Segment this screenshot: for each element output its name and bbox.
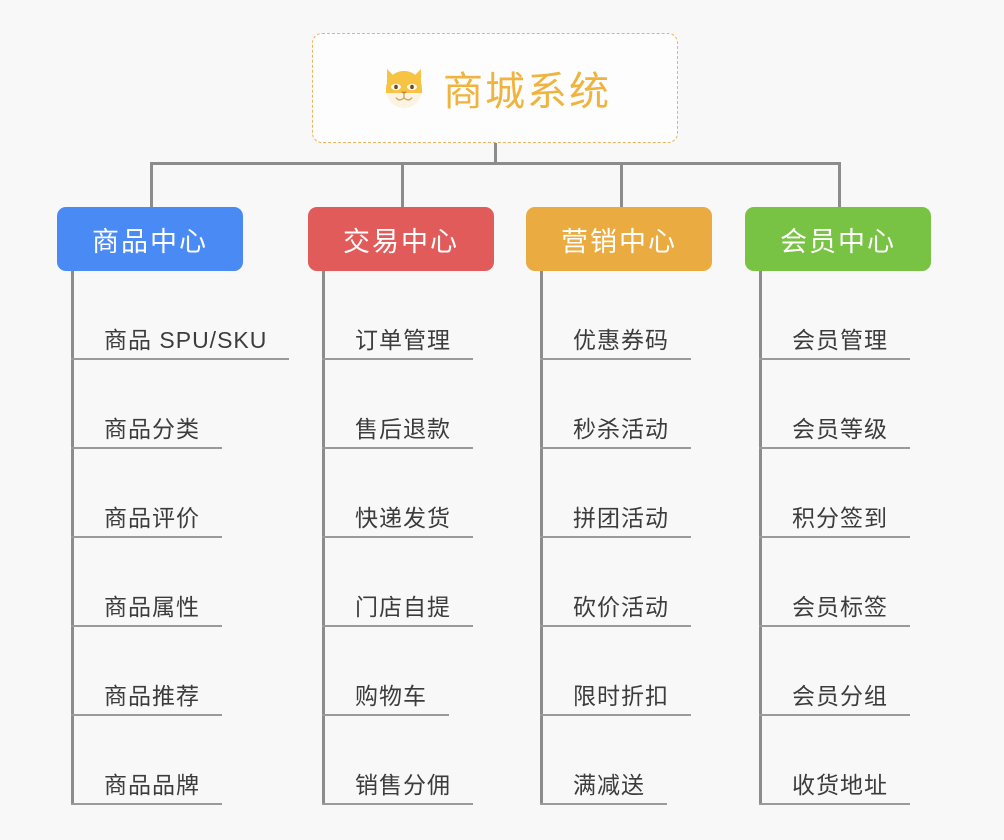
root-node[interactable]: 商城系统 <box>312 33 678 143</box>
category-header-1[interactable]: 商品中心 <box>57 207 243 271</box>
root-label: 商城系统 <box>443 70 611 114</box>
leaf-label: 会员等级 <box>792 416 888 442</box>
leaf-underline <box>322 536 473 538</box>
leaf-underline <box>71 714 222 716</box>
leaf-item[interactable]: 订单管理 <box>322 271 473 360</box>
connector-drop-2 <box>401 162 404 209</box>
leaf-item[interactable]: 商品 SPU/SKU <box>71 271 289 360</box>
leaf-list-1: 商品 SPU/SKU 商品分类 商品评价 商品属性 商品推荐 商品品牌 <box>71 271 289 805</box>
leaf-underline <box>540 536 691 538</box>
leaf-underline <box>71 803 222 805</box>
leaf-label: 销售分佣 <box>355 772 451 798</box>
leaf-label: 快递发货 <box>355 505 451 531</box>
connector-drop-4 <box>838 162 841 209</box>
leaf-label: 商品 SPU/SKU <box>104 327 268 353</box>
connector-drop-3 <box>620 162 623 209</box>
leaf-underline <box>759 714 910 716</box>
category-header-4[interactable]: 会员中心 <box>745 207 931 271</box>
leaf-item[interactable]: 门店自提 <box>322 538 473 627</box>
trunk-line-2 <box>322 271 325 805</box>
category-label-3: 营销中心 <box>561 226 677 257</box>
category-header-2[interactable]: 交易中心 <box>308 207 494 271</box>
leaf-item[interactable]: 会员标签 <box>759 538 910 627</box>
leaf-underline <box>759 358 910 360</box>
leaf-item[interactable]: 会员管理 <box>759 271 910 360</box>
leaf-item[interactable]: 会员等级 <box>759 360 910 449</box>
leaf-underline <box>322 714 449 716</box>
leaf-underline <box>540 447 691 449</box>
leaf-item[interactable]: 砍价活动 <box>540 538 691 627</box>
trunk-line-3 <box>540 271 543 805</box>
leaf-item[interactable]: 限时折扣 <box>540 627 691 716</box>
connector-root-stem <box>494 143 497 164</box>
leaf-label: 秒杀活动 <box>573 416 669 442</box>
leaf-label: 会员分组 <box>792 683 888 709</box>
connector-horizontal-bus <box>150 162 840 165</box>
leaf-label: 拼团活动 <box>573 505 669 531</box>
leaf-label: 售后退款 <box>355 416 451 442</box>
connector-drop-1 <box>150 162 153 209</box>
leaf-underline <box>540 625 691 627</box>
leaf-item[interactable]: 收货地址 <box>759 716 910 805</box>
leaf-underline <box>759 447 910 449</box>
leaf-item[interactable]: 优惠券码 <box>540 271 691 360</box>
leaf-label: 收货地址 <box>792 772 888 798</box>
leaf-label: 购物车 <box>355 683 427 709</box>
leaf-underline <box>540 358 691 360</box>
leaf-label: 商品评价 <box>104 505 200 531</box>
leaf-label: 商品推荐 <box>104 683 200 709</box>
category-label-2: 交易中心 <box>343 226 459 257</box>
leaf-label: 限时折扣 <box>573 683 669 709</box>
leaf-item[interactable]: 秒杀活动 <box>540 360 691 449</box>
leaf-underline <box>71 536 222 538</box>
leaf-label: 积分签到 <box>792 505 888 531</box>
leaf-underline <box>759 536 910 538</box>
leaf-label: 商品品牌 <box>104 772 200 798</box>
leaf-label: 门店自提 <box>355 594 451 620</box>
leaf-list-2: 订单管理 售后退款 快递发货 门店自提 购物车 销售分佣 <box>322 271 473 805</box>
leaf-underline <box>322 447 473 449</box>
leaf-item[interactable]: 商品推荐 <box>71 627 267 716</box>
leaf-item[interactable]: 商品评价 <box>71 449 267 538</box>
leaf-underline <box>71 358 289 360</box>
leaf-underline <box>71 447 222 449</box>
leaf-underline <box>759 625 910 627</box>
leaf-item[interactable]: 商品品牌 <box>71 716 267 805</box>
leaf-underline <box>322 803 473 805</box>
leaf-list-3: 优惠券码 秒杀活动 拼团活动 砍价活动 限时折扣 满减送 <box>540 271 691 805</box>
trunk-line-1 <box>71 271 74 805</box>
leaf-underline <box>322 625 473 627</box>
leaf-item[interactable]: 销售分佣 <box>322 716 473 805</box>
category-label-1: 商品中心 <box>92 226 208 257</box>
leaf-label: 会员管理 <box>792 327 888 353</box>
leaf-item[interactable]: 商品分类 <box>71 360 267 449</box>
leaf-label: 商品分类 <box>104 416 200 442</box>
leaf-underline <box>540 714 691 716</box>
leaf-label: 满减送 <box>573 772 645 798</box>
leaf-item[interactable]: 商品属性 <box>71 538 267 627</box>
leaf-list-4: 会员管理 会员等级 积分签到 会员标签 会员分组 收货地址 <box>759 271 910 805</box>
leaf-item[interactable]: 满减送 <box>540 716 669 805</box>
leaf-label: 砍价活动 <box>573 594 669 620</box>
leaf-item[interactable]: 快递发货 <box>322 449 473 538</box>
leaf-underline <box>540 803 667 805</box>
leaf-label: 会员标签 <box>792 594 888 620</box>
leaf-item[interactable]: 拼团活动 <box>540 449 691 538</box>
leaf-item[interactable]: 购物车 <box>322 627 451 716</box>
leaf-item[interactable]: 会员分组 <box>759 627 910 716</box>
leaf-underline <box>322 358 473 360</box>
category-label-4: 会员中心 <box>780 226 896 257</box>
shiba-dog-face-icon <box>379 63 429 113</box>
leaf-label: 商品属性 <box>104 594 200 620</box>
leaf-label: 优惠券码 <box>573 327 669 353</box>
leaf-underline <box>71 625 222 627</box>
leaf-item[interactable]: 售后退款 <box>322 360 473 449</box>
leaf-label: 订单管理 <box>355 327 451 353</box>
trunk-line-4 <box>759 271 762 805</box>
category-header-3[interactable]: 营销中心 <box>526 207 712 271</box>
leaf-underline <box>759 803 910 805</box>
leaf-item[interactable]: 积分签到 <box>759 449 910 538</box>
